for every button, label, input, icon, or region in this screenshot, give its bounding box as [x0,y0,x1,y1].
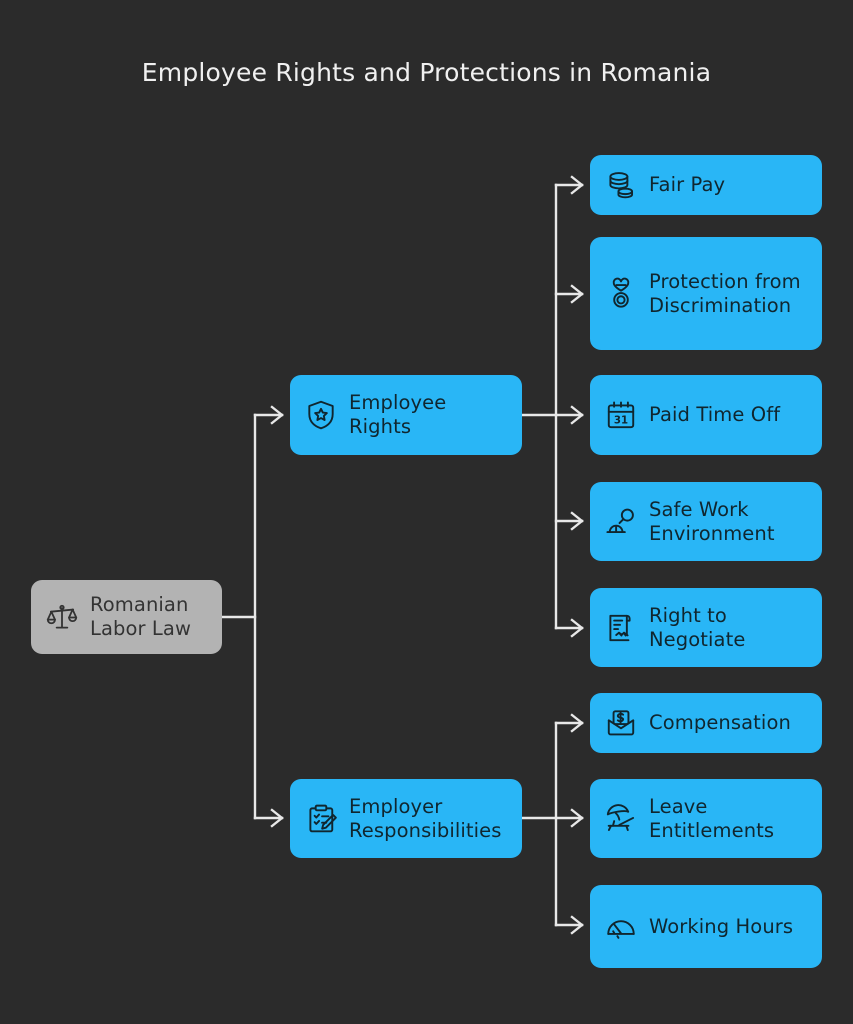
page-title: Employee Rights and Protections in Roman… [141,58,712,87]
node-employer-responsibilities[interactable]: Employer Responsibilities [290,779,522,858]
node-label: Fair Pay [649,173,726,197]
node-paid-time-off[interactable]: 31 Paid Time Off [590,375,822,455]
node-label: Safe Work Environment [649,497,775,545]
contract-handshake-icon [604,611,638,645]
node-working-hours[interactable]: Working Hours [590,885,822,968]
node-right-to-negotiate[interactable]: Right to Negotiate [590,588,822,667]
node-label: Paid Time Off [649,403,781,427]
envelope-dollar-icon [604,706,638,740]
node-label: Employer Responsibilities [349,794,502,842]
node-compensation[interactable]: Compensation [590,693,822,753]
node-label: Protection from Discrimination [649,269,801,317]
node-label: Right to Negotiate [649,603,746,651]
node-label: Romanian Labor Law [90,593,191,640]
node-label: Working Hours [649,914,794,938]
node-romanian-labor-law[interactable]: Romanian Labor Law [31,580,222,654]
heart-equality-icon [604,277,638,311]
scales-of-justice-icon [45,600,79,634]
beach-umbrella-chair-icon [604,802,638,836]
node-employee-rights[interactable]: Employee Rights [290,375,522,455]
svg-text:31: 31 [614,416,628,427]
node-label: Employee Rights [349,391,447,438]
speedometer-icon [604,910,638,944]
node-leave-entitlements[interactable]: Leave Entitlements [590,779,822,858]
node-safe-work-environment[interactable]: Safe Work Environment [590,482,822,561]
node-label: Compensation [649,711,791,735]
connector-root-trunk [220,405,284,828]
connector-employee-rights-children [520,175,584,638]
node-label: Leave Entitlements [649,794,775,842]
node-fair-pay[interactable]: Fair Pay [590,155,822,215]
node-protection-from-discrimination[interactable]: Protection from Discrimination [590,237,822,350]
coins-icon [604,168,638,202]
calendar-31-icon: 31 [604,398,638,432]
hardhat-magnifier-icon [604,505,638,539]
clipboard-pencil-icon [304,802,338,836]
shield-star-icon [304,398,338,432]
connector-employer-responsibilities-children [520,713,584,935]
